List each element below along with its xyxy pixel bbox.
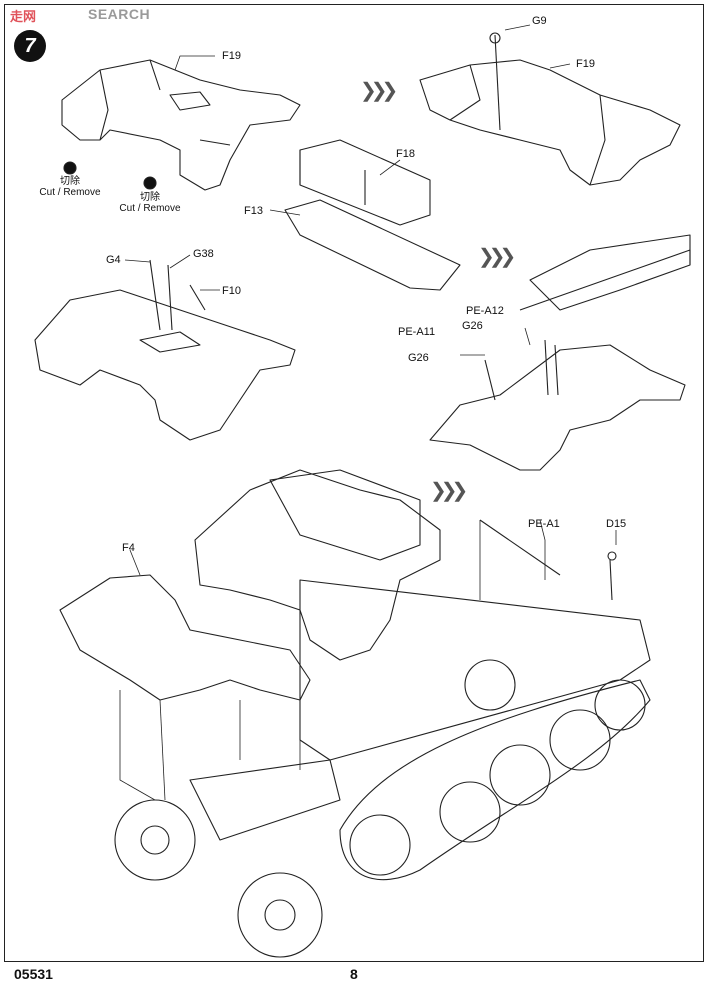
label-g26-a: G26: [462, 320, 483, 332]
cut-note-zh: 切除: [140, 192, 160, 203]
label-pe-a1: PE-A1: [528, 518, 560, 530]
cut-note-right: 切除 Cut / Remove: [110, 192, 190, 214]
cut-markers: [63, 161, 157, 190]
fender-assembly-middle-right: [429, 339, 686, 471]
watermark: 走网 SEARCH: [0, 0, 160, 26]
seat-base-f13: [284, 199, 461, 291]
fender-f19-top-left: [61, 59, 301, 191]
label-pe-a12: PE-A12: [466, 305, 504, 317]
label-g4: G4: [106, 254, 121, 266]
cut-note-en: Cut / Remove: [39, 187, 101, 198]
label-g38: G38: [193, 248, 214, 260]
fender-f19-top-right: [419, 32, 681, 186]
label-g9: G9: [532, 15, 547, 27]
label-pe-a11: PE-A11: [398, 326, 436, 338]
page-frame: [4, 4, 704, 962]
label-f13: F13: [244, 205, 263, 217]
direction-arrow-1: ❯❯❯: [360, 80, 398, 102]
cut-note-zh: 切除: [60, 176, 80, 187]
page-number: 8: [350, 966, 358, 982]
halftrack-vehicle: [59, 469, 651, 958]
seat-assembly-right: [519, 234, 691, 311]
label-f19-top-right: F19: [576, 58, 595, 70]
direction-arrow-2: ❯❯❯: [478, 246, 516, 268]
direction-arrow-3: ❯❯❯: [430, 480, 468, 502]
watermark-logo: 走网: [10, 9, 37, 24]
watermark-text: SEARCH: [88, 6, 151, 22]
step-number-badge: 7: [14, 30, 46, 62]
leader-lines: [119, 24, 617, 801]
kit-number: 05531: [14, 966, 53, 982]
cut-note-en: Cut / Remove: [119, 203, 181, 214]
cut-note-left: 切除 Cut / Remove: [30, 176, 110, 198]
seat-cushion-f18: [299, 139, 431, 226]
label-d15: D15: [606, 518, 627, 530]
label-f19-top-left: F19: [222, 50, 241, 62]
label-g26-b: G26: [408, 352, 429, 364]
label-f10: F10: [222, 285, 241, 297]
fender-assembly-middle-left: [34, 259, 296, 441]
label-f4: F4: [122, 542, 135, 554]
label-f18: F18: [396, 148, 415, 160]
